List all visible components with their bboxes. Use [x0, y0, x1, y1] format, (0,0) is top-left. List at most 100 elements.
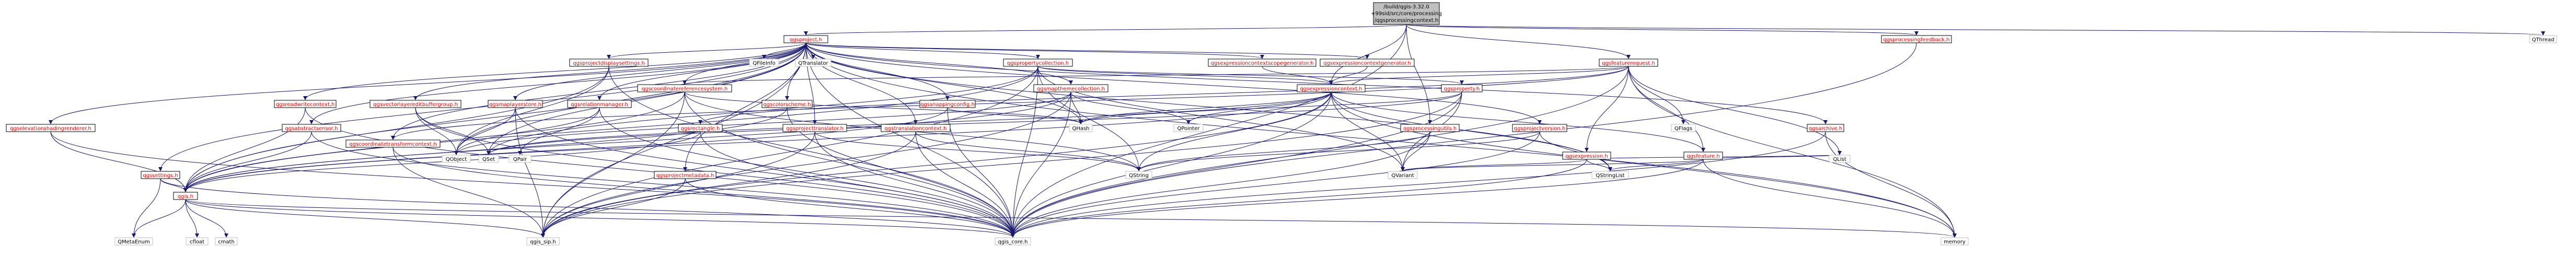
- edge-qgsarchive-to-memory: [1825, 131, 1957, 238]
- edge-qgsprojectversion-to-qgis_core: [1011, 131, 1540, 238]
- node-qgsvectorlayereditbuffergroup[interactable]: qgsvectorlayereditbuffergroup.h: [369, 100, 461, 108]
- edge-qgsproperty-to-qgis_core: [1011, 91, 1462, 238]
- node-label: qgsrectangle.h: [681, 126, 720, 132]
- edge-root-to-qgsprocessingutils: [1406, 24, 1432, 124]
- edge-qgsfeaturerequest-to-qgsfeature: [1628, 66, 1705, 152]
- edge-qgsexpression-to-qgis_core: [1011, 159, 1587, 238]
- node-qgscoordinatetransformcontext[interactable]: qgscoordinatetransformcontext.h: [345, 139, 441, 148]
- node-label: qgsprocessingutils.h: [1403, 126, 1457, 132]
- edge-qgsproject-to-qgsreadwritecontext: [303, 42, 806, 100]
- edge-qgsfeature-to-qstringlist: [1608, 159, 1704, 171]
- node-label: qgsreadwritecontext.h: [276, 102, 335, 108]
- node-label-line: +99sid/src/core/processing: [1371, 11, 1442, 17]
- edge-qgsprojectmetadata-to-qgis_core: [685, 178, 1015, 238]
- node-qpointer: QPointer: [1173, 124, 1204, 132]
- node-qgsfeaturerequest[interactable]: qgsfeaturerequest.h: [1599, 59, 1658, 67]
- edge-qgsfeaturerequest-to-qgscoordinatereferencesystem: [683, 66, 1629, 85]
- edge-root-to-qgsproject: [804, 24, 1407, 36]
- edge-qgsfeature-to-memory: [1703, 159, 1957, 238]
- node-qgspropertycollection[interactable]: qgspropertycollection.h: [1003, 59, 1073, 67]
- node-qgsreadwritecontext[interactable]: qgsreadwritecontext.h: [274, 100, 337, 108]
- node-label: qgspropertycollection.h: [1007, 61, 1069, 66]
- node-qgsexpression[interactable]: qgsexpression.h: [1562, 151, 1611, 160]
- node-label: cfloat: [190, 239, 204, 245]
- node-qgssettings[interactable]: qgssettings.h: [141, 171, 180, 179]
- edge-qgsexpressioncontext-to-qvariant: [1331, 91, 1405, 171]
- node-qgis[interactable]: qgis.h: [173, 192, 198, 200]
- node-qgsprojectversion[interactable]: qgsprojectversion.h: [1512, 124, 1567, 132]
- node-qgsprojecttranslator[interactable]: qgsprojecttranslator.h: [782, 124, 847, 132]
- edge-qgsmapthemecollection-to-qpointer: [1070, 91, 1191, 124]
- edge-qgsproject-to-qgsarchive: [805, 42, 1828, 124]
- edge-qgsproject-to-qgsrelationmanager: [597, 42, 806, 100]
- node-qgsexpressioncontext[interactable]: qgsexpressioncontext.h: [1297, 84, 1366, 92]
- edge-qgselevationshadingrenderer-to-qgis_core: [50, 131, 1015, 238]
- node-qgsprojectdisplaysettings[interactable]: qgsprojectdisplaysettings.h: [569, 59, 649, 67]
- node-qvariant: QVariant: [1388, 171, 1418, 179]
- node-qgsprocessingfeedback[interactable]: qgsprocessingfeedback.h: [1881, 35, 1952, 43]
- node-qgsfeature[interactable]: qgsfeature.h: [1683, 151, 1723, 160]
- node-qgstranslationcontext[interactable]: qgstranslationcontext.h: [881, 124, 951, 132]
- node-label: qgis_sip.h: [530, 239, 556, 245]
- node-qgis_core: qgis_core.h: [995, 237, 1031, 245]
- node-label: qgssettings.h: [143, 173, 178, 179]
- node-qgsprocessingutils[interactable]: qgsprocessingutils.h: [1400, 124, 1460, 132]
- node-label: qgselevationshadingrenderer.h: [10, 126, 91, 132]
- edge-qgsexpressioncontext-to-qgis_core: [1011, 91, 1332, 238]
- edge-qgsprojectdisplaysettings-to-qgis: [183, 66, 609, 192]
- edge-qgsarchive-to-qgis_core: [1011, 131, 1826, 238]
- node-qgsproject[interactable]: qgsproject.h: [783, 35, 828, 43]
- node-qgsabstractsensor[interactable]: qgsabstractsensor.h: [282, 124, 341, 132]
- node-qgsmaplayerstore[interactable]: qgsmaplayerstore.h: [488, 100, 543, 108]
- edge-qgsprojectversion-to-qstring: [1137, 131, 1540, 171]
- edge-qgsproject-to-qgsexpressioncontextscopegenerator: [805, 42, 1264, 59]
- edge-qgssettings-to-qgis: [160, 178, 188, 192]
- node-qgsrelationmanager[interactable]: qgsrelationmanager.h: [567, 100, 632, 108]
- node-qgsproperty[interactable]: qgsproperty.h: [1441, 84, 1483, 92]
- node-qgsprojectmetadata[interactable]: qgsprojectmetadata.h: [654, 171, 717, 179]
- node-qgsarchive[interactable]: qgsarchive.h: [1807, 124, 1844, 132]
- edge-qgsabstractsensor-to-qgis_core: [311, 131, 1015, 238]
- node-qstring: QString: [1125, 171, 1152, 179]
- node-label: qgssnappingconfig.h: [920, 102, 975, 108]
- node-label: QPair: [513, 157, 527, 162]
- edge-qgsproject-to-qgscoordinatetransformcontext: [391, 42, 806, 140]
- node-label: cmath: [218, 239, 235, 245]
- edge-qgsproject-to-memory: [805, 42, 1957, 238]
- edge-qgsproject-to-qgspropertycollection: [805, 42, 1040, 59]
- edge-qgsproject-to-qgstranslationcontext: [805, 42, 918, 124]
- node-label: QFlags: [1674, 126, 1692, 132]
- node-cmath: cmath: [215, 237, 238, 245]
- node-qgscoordinatereferencesystem[interactable]: qgscoordinatereferencesystem.h: [637, 84, 732, 92]
- edge-qgsprojectmetadata-to-qgis_sip: [541, 178, 686, 238]
- node-qgsrectangle[interactable]: qgsrectangle.h: [678, 124, 723, 132]
- node-label: qgis.h: [178, 194, 193, 200]
- edge-qgsvectorlayereditbuffergroup-to-qset: [415, 107, 491, 155]
- edge-qgssnappingconfig-to-qgis_core: [947, 107, 1015, 238]
- node-qgselevationshadingrenderer[interactable]: qgselevationshadingrenderer.h: [6, 124, 96, 132]
- edge-qgsproject-to-qgsprojectdisplaysettings: [607, 42, 806, 59]
- edge-qgsexpressioncontext-to-qgsfeature: [1331, 91, 1705, 152]
- node-label: qgscoordinatereferencesystem.h: [642, 86, 728, 92]
- edge-qgsprocessingutils-to-qstring: [1137, 131, 1430, 171]
- node-qgsmapthemecollection[interactable]: qgsmapthemecollection.h: [1033, 84, 1108, 92]
- edge-qgsproject-to-qobject: [454, 42, 806, 155]
- node-label-line: /qgsprocessingcontext.h: [1374, 18, 1438, 24]
- node-label: qgsprojectmetadata.h: [656, 173, 714, 179]
- node-qgssnappingconfig[interactable]: qgssnappingconfig.h: [919, 100, 976, 108]
- node-qgsexpressioncontextgenerator[interactable]: qgsexpressioncontextgenerator.h: [1320, 59, 1415, 67]
- node-label: qgsvectorlayereditbuffergroup.h: [373, 102, 458, 108]
- node-qlist: QList: [1829, 155, 1851, 163]
- edge-root-to-qthread: [1406, 24, 2545, 36]
- node-qgscolorscheme[interactable]: qgscolorscheme.h: [761, 100, 813, 108]
- edge-qgsproject-to-qgsexpressioncontextgenerator: [805, 42, 1369, 59]
- node-label: qgis_core.h: [998, 239, 1028, 245]
- node-label: QStringList: [1596, 173, 1624, 179]
- edge-qgsfeaturerequest-to-memory: [1628, 66, 1957, 238]
- edge-qgssnappingconfig-to-qhash: [947, 107, 1083, 124]
- edge-qgsprocessingfeedback-to-qgis_core: [1011, 42, 1917, 238]
- edge-qgsmapthemecollection-to-qgis_core: [1011, 91, 1071, 238]
- edge-qgscoordinatetransformcontext-to-qgis_core: [392, 147, 1015, 238]
- node-qgsexpressioncontextscopegenerator[interactable]: qgsexpressioncontextscopegenerator.h: [1208, 59, 1316, 67]
